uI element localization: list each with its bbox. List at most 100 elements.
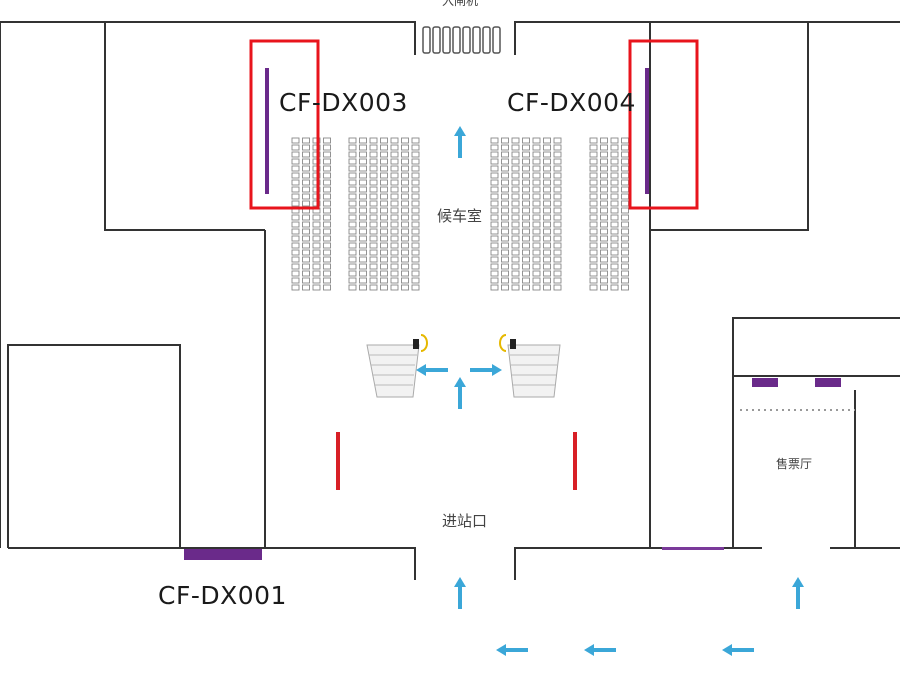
seat bbox=[511, 151, 520, 158]
seat bbox=[302, 277, 310, 284]
seat bbox=[390, 172, 399, 179]
seat bbox=[291, 256, 300, 263]
seat bbox=[348, 193, 357, 200]
seat bbox=[323, 172, 331, 179]
seat bbox=[501, 193, 509, 200]
seat bbox=[589, 137, 598, 144]
seat bbox=[589, 256, 598, 263]
seat bbox=[501, 221, 509, 228]
seat bbox=[522, 158, 530, 165]
seat bbox=[600, 165, 608, 172]
gate-label: 入闸机 bbox=[442, 0, 479, 8]
seat bbox=[553, 235, 562, 242]
seat bbox=[490, 242, 499, 249]
seat bbox=[390, 144, 399, 151]
seat bbox=[600, 249, 608, 256]
seat bbox=[302, 242, 310, 249]
seat bbox=[390, 151, 399, 158]
seat bbox=[411, 137, 420, 144]
seat bbox=[302, 284, 310, 291]
arrow-left-icon bbox=[722, 644, 754, 656]
seat bbox=[291, 158, 300, 165]
seat bbox=[600, 151, 608, 158]
seat bbox=[291, 263, 300, 270]
seat bbox=[589, 193, 598, 200]
seat bbox=[553, 172, 562, 179]
seat bbox=[621, 193, 629, 200]
seat bbox=[532, 270, 541, 277]
seat bbox=[312, 221, 321, 228]
seat bbox=[401, 228, 409, 235]
seat bbox=[291, 235, 300, 242]
seat bbox=[302, 186, 310, 193]
seat bbox=[490, 207, 499, 214]
seat bbox=[359, 242, 367, 249]
seat bbox=[501, 284, 509, 291]
seat bbox=[543, 179, 551, 186]
seat bbox=[359, 207, 367, 214]
seat bbox=[359, 221, 367, 228]
seat bbox=[380, 151, 388, 158]
seat bbox=[323, 270, 331, 277]
seat bbox=[348, 158, 357, 165]
seat bbox=[532, 207, 541, 214]
seat bbox=[589, 263, 598, 270]
seat bbox=[411, 200, 420, 207]
seat bbox=[621, 186, 629, 193]
seat bbox=[501, 165, 509, 172]
seat bbox=[401, 284, 409, 291]
seat bbox=[501, 186, 509, 193]
seat bbox=[380, 144, 388, 151]
seat bbox=[621, 214, 629, 221]
seat bbox=[359, 193, 367, 200]
seat bbox=[390, 193, 399, 200]
seat bbox=[511, 228, 520, 235]
seat bbox=[323, 249, 331, 256]
seat bbox=[543, 193, 551, 200]
seat bbox=[411, 263, 420, 270]
screen-ticket-2 bbox=[815, 378, 841, 387]
seat bbox=[543, 270, 551, 277]
seat bbox=[359, 277, 367, 284]
seat bbox=[401, 137, 409, 144]
seat bbox=[511, 277, 520, 284]
seat bbox=[543, 249, 551, 256]
seat bbox=[522, 242, 530, 249]
seat bbox=[511, 186, 520, 193]
seat bbox=[359, 165, 367, 172]
seat bbox=[490, 137, 499, 144]
arrow-right-icon bbox=[470, 364, 502, 376]
seat bbox=[348, 249, 357, 256]
seat bbox=[532, 172, 541, 179]
seat bbox=[589, 242, 598, 249]
seat bbox=[359, 200, 367, 207]
seat bbox=[501, 277, 509, 284]
seat bbox=[401, 165, 409, 172]
display-screens bbox=[184, 68, 841, 560]
seat bbox=[522, 235, 530, 242]
seat bbox=[543, 172, 551, 179]
seat bbox=[511, 144, 520, 151]
seat bbox=[610, 214, 619, 221]
seat bbox=[490, 172, 499, 179]
seat bbox=[302, 256, 310, 263]
seat bbox=[543, 256, 551, 263]
seat bbox=[369, 186, 378, 193]
seat bbox=[621, 137, 629, 144]
seat bbox=[511, 200, 520, 207]
seat bbox=[532, 228, 541, 235]
seat bbox=[501, 228, 509, 235]
screen-dx004 bbox=[645, 68, 649, 194]
arrow-up-icon bbox=[454, 377, 466, 409]
seat bbox=[610, 151, 619, 158]
seat bbox=[532, 249, 541, 256]
seat bbox=[291, 270, 300, 277]
seat bbox=[323, 263, 331, 270]
seat bbox=[600, 214, 608, 221]
seat bbox=[369, 165, 378, 172]
seat bbox=[522, 172, 530, 179]
seat bbox=[401, 151, 409, 158]
seat bbox=[553, 179, 562, 186]
entrance-label: 进站口 bbox=[442, 512, 488, 530]
seat bbox=[589, 249, 598, 256]
